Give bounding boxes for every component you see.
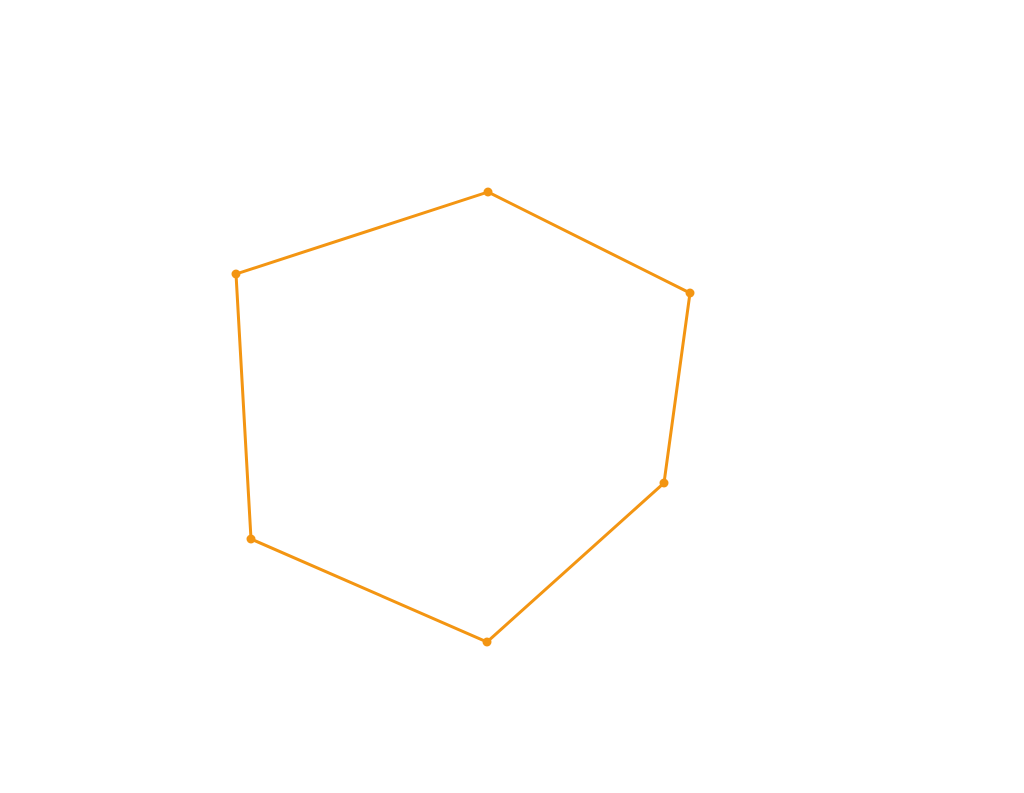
polygon-vertex-2 — [685, 288, 695, 298]
polygon-edge-1 — [486, 190, 692, 295]
polygon-vertex-5 — [246, 534, 256, 544]
polygon-edge-3 — [485, 481, 666, 644]
polygon-vertex-6 — [231, 269, 241, 279]
polygon-edge-2 — [662, 291, 692, 485]
polygon-edge-6 — [234, 190, 490, 276]
polygon-edge-4 — [249, 537, 489, 644]
polygon-vertices — [231, 187, 695, 647]
polygon-vertex-3 — [659, 478, 669, 488]
polygon-vertex-4 — [482, 637, 492, 647]
polygon-edges — [234, 190, 692, 644]
polygon-vertex-1 — [483, 187, 493, 197]
polygon-edge-5 — [234, 272, 253, 541]
